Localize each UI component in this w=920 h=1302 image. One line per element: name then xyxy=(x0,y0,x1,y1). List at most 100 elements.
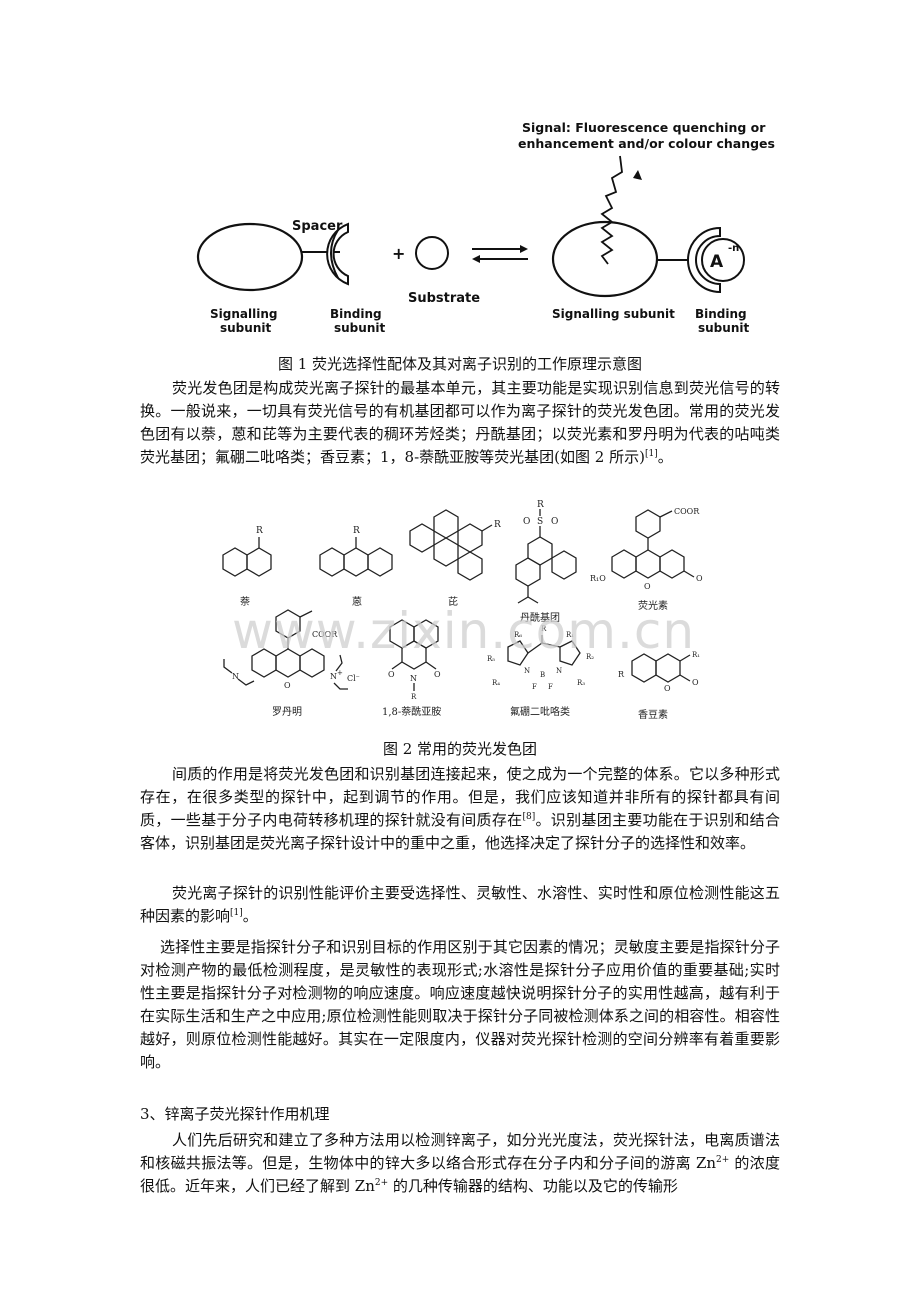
left-binding-label-1: Binding xyxy=(330,307,382,321)
paragraph-evaluation: 荧光离子探针的识别性能评价主要受选择性、灵敏性、水溶性、实时性和原位检测性能这五… xyxy=(140,882,780,928)
dansyl-s: S xyxy=(537,517,543,527)
intro-paragraph: 荧光发色团是构成荧光离子探针的最基本单元，其主要功能是实现识别信息到荧光信号的转… xyxy=(140,377,780,469)
bodipy-r4: R₄ xyxy=(492,679,500,687)
pyrene-label: 芘 xyxy=(448,595,458,608)
substrate-label: Substrate xyxy=(408,291,480,306)
bodipy-n1: N xyxy=(524,667,530,675)
signal-label-line2: enhancement and/or colour changes xyxy=(518,136,775,151)
anion-label: A xyxy=(710,252,724,272)
pyrene-r: R xyxy=(494,520,501,530)
rhodamine-n1: N xyxy=(232,672,239,681)
bodipy-f2: F xyxy=(548,683,553,691)
paragraph-spacer: 间质的作用是将荧光发色团和识别基团连接起来，使之成为一个完整的体系。它以多种形式… xyxy=(140,763,780,855)
fluorescein-ring-o: O xyxy=(644,582,651,591)
dansyl-label: 丹酰基团 xyxy=(520,611,560,624)
coumarin-structure: R₁ O O R 香豆素 xyxy=(618,651,700,721)
right-binding-crescent xyxy=(687,226,721,294)
naphthalimide-r: R xyxy=(411,693,417,701)
p3-text: 荧光离子探针的识别性能评价主要受选择性、灵敏性、水溶性、实时性和原位检测性能这五… xyxy=(140,884,780,925)
p5-c: 的几种传输器的结构、功能以及它的传输形 xyxy=(388,1177,678,1195)
p5-sup2: 2+ xyxy=(374,1178,389,1188)
p5-sup1: 2+ xyxy=(716,1155,730,1165)
rhodamine-plus: + xyxy=(337,669,343,677)
figure-1-caption: 图 1 荧光选择性配体及其对离子识别的工作原理示意图 xyxy=(277,355,643,373)
fluorescein-label: 荧光素 xyxy=(638,599,668,612)
p2-ref: [8] xyxy=(522,812,536,822)
spacer-label: Spacer xyxy=(292,219,343,234)
dansyl-structure: R O S O 丹酰基团 xyxy=(515,500,577,624)
bodipy-r5: R₅ xyxy=(487,655,495,663)
bodipy-n2: N xyxy=(556,667,562,675)
dansyl-o1: O xyxy=(523,517,530,527)
naphthalimide-o1: O xyxy=(388,670,395,679)
fluorescein-o: O xyxy=(696,574,703,583)
bodipy-r6: R₆ xyxy=(514,631,522,639)
coumarin-label: 香豆素 xyxy=(638,708,668,721)
left-signalling-label-2: subunit xyxy=(220,321,271,335)
coumarin-o: O xyxy=(692,678,699,687)
rhodamine-structure: COOR O N N + Cl⁻ 罗丹明 xyxy=(223,609,360,718)
left-signalling-ellipse xyxy=(196,222,304,292)
left-binding-crescent xyxy=(326,222,349,286)
bodipy-b: B xyxy=(540,671,545,679)
pyrene-structure: R 芘 xyxy=(409,509,501,608)
bodipy-label: 氟硼二吡咯类 xyxy=(510,705,570,718)
naphthalimide-label: 1,8-萘酰亚胺 xyxy=(382,705,441,718)
dansyl-r: R xyxy=(537,500,544,510)
emission-arrowhead xyxy=(633,170,642,180)
figure-1-diagram: Signal: Fluorescence quenching or enhanc… xyxy=(190,112,780,344)
p2-rest: 。识别基团主要功能在于识别和结合客体，识别基团是荧光离子探针设计中的重中之重，他… xyxy=(140,811,780,852)
rhodamine-ring-o: O xyxy=(284,681,291,690)
paragraph-criteria: 选择性主要是指探针分子和识别目标的作用区别于其它因素的情况；灵敏度主要是指探针分… xyxy=(140,938,780,1071)
anion-charge: -n xyxy=(728,243,739,254)
naphthalene-r: R xyxy=(256,526,263,536)
rhodamine-cl: Cl⁻ xyxy=(347,674,360,683)
anthracene-r: R xyxy=(353,526,360,536)
naphthalimide-structure: O O N R 1,8-萘酰亚胺 xyxy=(382,619,441,718)
bodipy-f1: F xyxy=(532,683,537,691)
naphthalene-structure: R 萘 xyxy=(222,526,272,608)
fluorescein-structure: COOR O R₁O O 荧光素 xyxy=(590,507,703,612)
p5-b: 的浓度很低。近年来，人们已经了解到 Zn xyxy=(140,1154,780,1195)
figure-2-caption: 图 2 常用的荧光发色团 xyxy=(382,740,538,758)
rhodamine-n2: N xyxy=(330,672,337,681)
right-binding-label-1: Binding xyxy=(695,307,747,321)
bodipy-r2: R₂ xyxy=(586,653,594,661)
left-binding-label-2: subunit xyxy=(334,321,385,335)
coumarin-r1: R₁ xyxy=(692,651,700,659)
fluorescein-r1o: R₁O xyxy=(590,574,606,583)
anthracene-structure: R 蒽 xyxy=(319,526,393,608)
plus-sign: + xyxy=(392,244,405,263)
coumarin-r: R xyxy=(618,670,625,679)
anion-circle xyxy=(701,238,745,282)
intro-ref: [1] xyxy=(644,449,658,459)
bodipy-r3: R₃ xyxy=(577,679,585,687)
p5-a: 人们先后研究和建立了多种方法用以检测锌离子，如分光光度法，荧光探针法，电离质谱法… xyxy=(140,1131,780,1172)
signal-label-line1: Signal: Fluorescence quenching or xyxy=(522,120,766,135)
rhodamine-label: 罗丹明 xyxy=(272,706,302,718)
naphthalimide-n: N xyxy=(410,674,417,683)
bodipy-r1: R₁ xyxy=(566,631,574,639)
fluorescein-coor: COOR xyxy=(674,507,700,516)
intro-end: 。 xyxy=(657,448,673,466)
substrate-circle xyxy=(415,236,449,270)
right-binding-label-2: subunit xyxy=(698,321,749,335)
intro-text: 荧光发色团是构成荧光离子探针的最基本单元，其主要功能是实现识别信息到荧光信号的转… xyxy=(140,379,780,466)
p3-rest: 。 xyxy=(242,907,258,925)
figure-2-structures: R 萘 R 蒽 R 芘 xyxy=(212,497,722,727)
fluorescence-wave xyxy=(600,155,623,265)
bodipy-structure: R₆ R R₁ R₅ R₂ R₄ R₃ N B N F F 氟硼二吡咯类 xyxy=(487,625,594,718)
paragraph-zinc: 人们先后研究和建立了多种方法用以检测锌离子，如分光光度法，荧光探针法，电离质谱法… xyxy=(140,1129,780,1198)
left-signalling-label-1: Signalling xyxy=(210,307,277,321)
right-signalling-label: Signalling subunit xyxy=(552,307,675,321)
watermark: www.zixin.com.cn xyxy=(232,602,696,660)
dansyl-o2: O xyxy=(551,517,558,527)
bodipy-r: R xyxy=(541,625,547,633)
anthracene-label: 蒽 xyxy=(352,595,362,608)
coumarin-ring-o: O xyxy=(664,684,671,693)
naphthalimide-o2: O xyxy=(434,670,441,679)
p3-ref: [1] xyxy=(230,908,243,918)
naphthalene-label: 萘 xyxy=(240,596,250,608)
p2-text: 间质的作用是将荧光发色团和识别基团连接起来，使之成为一个完整的体系。它以多种形式… xyxy=(140,765,780,829)
